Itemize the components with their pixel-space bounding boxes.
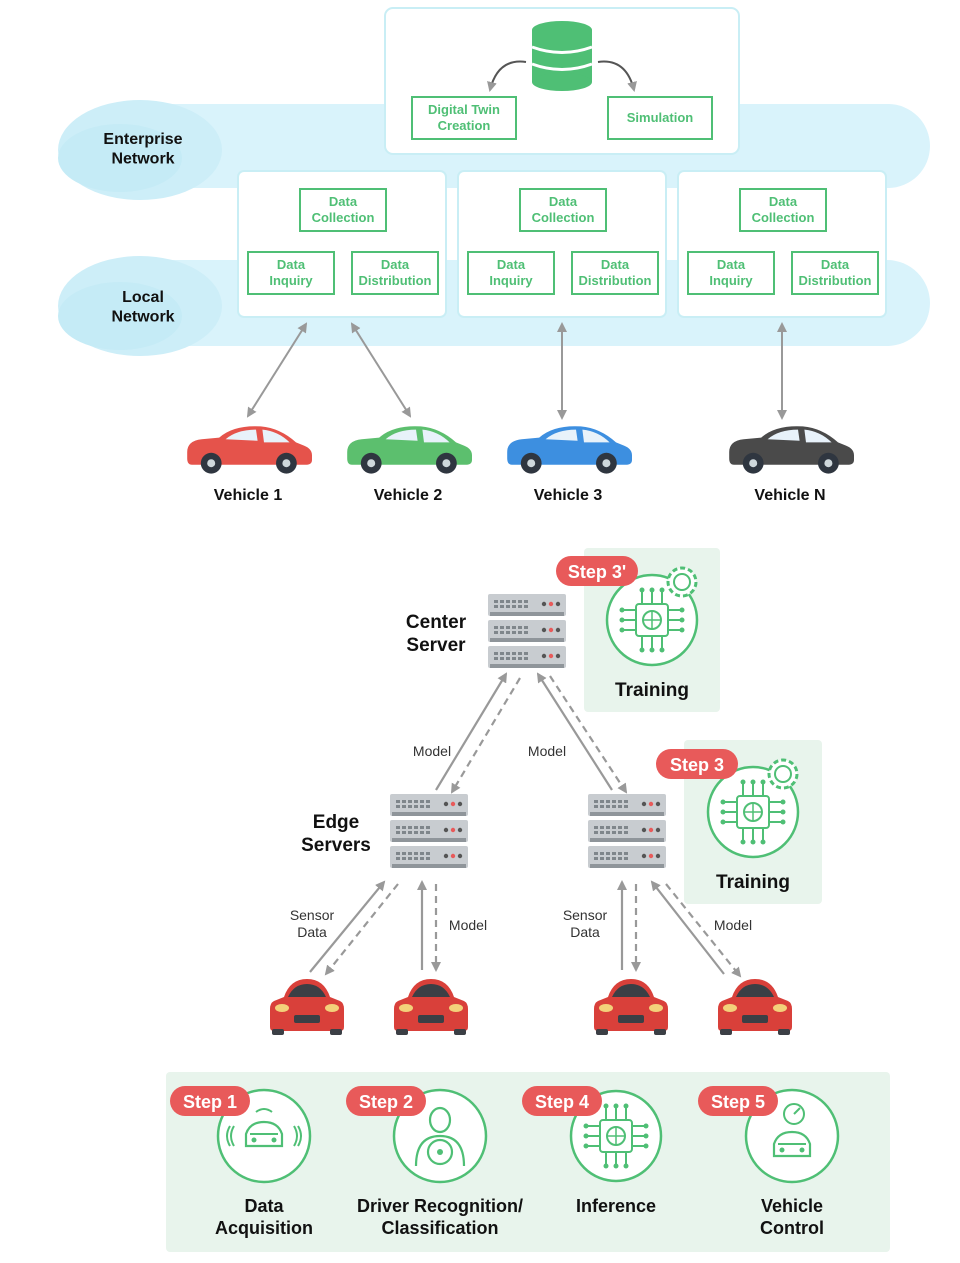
step-badge bbox=[346, 1086, 426, 1116]
vehicle-label: Vehicle 3 bbox=[534, 487, 603, 504]
vehicle-label: Vehicle 1 bbox=[214, 487, 283, 504]
step-3-badge: Step 3 bbox=[670, 755, 724, 775]
model-label: Model bbox=[528, 743, 566, 759]
model-label: Model bbox=[413, 743, 451, 759]
car-icon bbox=[729, 426, 854, 474]
car-icon bbox=[347, 426, 472, 474]
step-3-prime-badge: Step 3' bbox=[568, 562, 626, 582]
vehicle: Vehicle 3 bbox=[507, 426, 632, 504]
car-front-icon bbox=[718, 979, 792, 1035]
step-label: Inference bbox=[576, 1196, 656, 1216]
step-item: Step 2 Driver Recognition/Classification bbox=[346, 1086, 523, 1238]
step-badge-label: Step 5 bbox=[711, 1092, 765, 1112]
step-badge-label: Step 1 bbox=[183, 1092, 237, 1112]
database-icon bbox=[531, 21, 593, 91]
car-icon bbox=[187, 426, 312, 474]
step-badge bbox=[698, 1086, 778, 1116]
step-badge-label: Step 4 bbox=[535, 1092, 589, 1112]
model-arrows-upper: Model Model bbox=[413, 672, 628, 794]
step-badge-label: Step 2 bbox=[359, 1092, 413, 1112]
vehicle-label: Vehicle 2 bbox=[374, 487, 443, 504]
vehicles: Vehicle 1 Vehicle 2 Vehicle 3 Vehicle N bbox=[187, 426, 854, 504]
car-front-icon bbox=[394, 979, 468, 1035]
step-badge bbox=[522, 1086, 602, 1116]
model-label: Model bbox=[714, 917, 752, 933]
vehicle-link-arrows bbox=[246, 322, 787, 420]
vehicle-label: Vehicle N bbox=[754, 487, 825, 504]
training-label: Training bbox=[716, 872, 790, 893]
step-item: Step 4 Inference bbox=[522, 1086, 663, 1216]
training-box-center: Training Step 3' bbox=[556, 548, 720, 712]
car-icon bbox=[507, 426, 632, 474]
model-label: Model bbox=[449, 917, 487, 933]
edge-vehicles bbox=[270, 979, 792, 1035]
training-ai-icon bbox=[706, 758, 800, 859]
edge-server-icon bbox=[588, 794, 666, 868]
step-label: Driver Recognition/Classification bbox=[357, 1196, 523, 1238]
step-badge bbox=[170, 1086, 250, 1116]
vehicle: Vehicle N bbox=[729, 426, 854, 504]
car-front-icon bbox=[594, 979, 668, 1035]
training-label: Training bbox=[615, 680, 689, 701]
vehicle: Vehicle 1 bbox=[187, 426, 312, 504]
car-front-icon bbox=[270, 979, 344, 1035]
edge-server-icon bbox=[390, 794, 468, 868]
center-server-icon bbox=[488, 594, 566, 668]
vehicle: Vehicle 2 bbox=[347, 426, 472, 504]
training-box-edge: Training Step 3 bbox=[656, 740, 822, 904]
training-ai-icon bbox=[605, 566, 699, 667]
simulation-box: Simulation bbox=[627, 110, 694, 125]
